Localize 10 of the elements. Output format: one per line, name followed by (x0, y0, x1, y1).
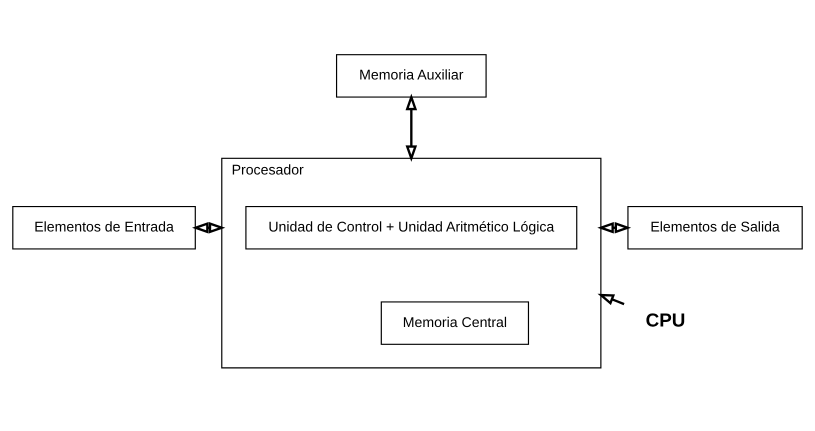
node-box: Unidad de Control + Unidad Aritmético Lógica (245, 206, 578, 250)
node-box: Memoria Central (380, 300, 530, 344)
node-box: Memoria Auxiliar (336, 54, 487, 98)
arrow (406, 93, 418, 162)
node-text: CPU (646, 308, 686, 330)
arrow (598, 293, 625, 305)
node-box: Elementos de Salida (627, 206, 803, 250)
arrow (597, 221, 632, 234)
node-box: Elementos de Entrada (12, 206, 196, 250)
arrow (192, 221, 226, 234)
